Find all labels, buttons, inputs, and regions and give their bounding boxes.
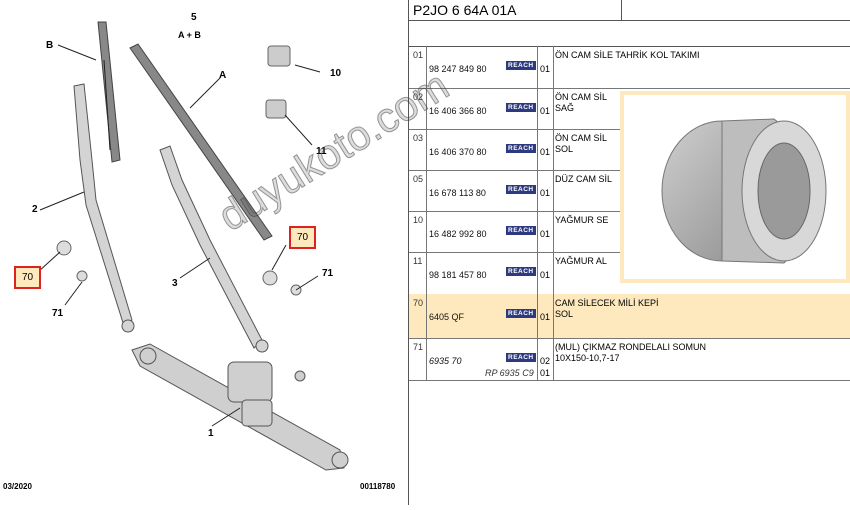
description-line: SOL [555,144,574,154]
wiper-linkage-1 [131,343,349,471]
sensor-parts [265,45,291,119]
label-71-left: 71 [52,308,64,319]
label-5: 5 [191,12,197,23]
part-description: YAĞMUR AL [555,256,607,267]
description-line: ÖN CAM SİLE TAHRİK KOL TAKIMI [555,50,700,60]
label-a-plus-b: A + B [178,30,201,40]
brand-badge: REACH [506,185,536,194]
ring-icon [661,118,827,264]
label-11: 11 [316,146,327,157]
part-number: 6405 QF [429,312,465,322]
part-number: 98 181 457 80 [429,270,487,280]
label-2: 2 [32,204,38,215]
description-line: SOL [555,309,574,319]
part-number: 98 247 849 80 [429,64,487,74]
brand-badge: REACH [506,309,536,318]
wiper-arm-3 [159,145,269,353]
label-b: B [46,40,54,51]
part-preview-image [620,91,850,283]
part-number: 16 482 992 80 [429,229,487,239]
part-description: DÜZ CAM SİL [555,174,612,185]
row-number: 02 [413,92,424,102]
part-description: YAĞMUR SE [555,215,608,226]
table-row[interactable]: 71 6935 70 RP 6935 C9 REACH 02 01 (MUL) ÇIKMAZ… [409,338,850,381]
part-number: 16 406 370 80 [429,147,487,157]
brand-badge: REACH [506,61,536,70]
label-71-right: 71 [322,268,334,279]
exploded-diagram: 5 A + B B A 10 11 2 3 1 71 71 70 70 03/2… [0,0,408,505]
quantity: 01 [540,229,551,239]
brand-badge: REACH [506,353,536,362]
description-line: (MUL) ÇIKMAZ RONDELALI SOMUN [555,342,707,352]
row-number: 70 [413,298,424,308]
wiper-blade-a [129,43,273,241]
part-number: 16 406 366 80 [429,106,487,116]
callout-70-left: 70 [14,266,41,289]
footer-date: 03/2020 [3,482,32,491]
wiper-blade-b [97,21,121,163]
description-line: YAĞMUR SE [555,215,609,225]
label-10: 10 [330,68,342,79]
part-number: 16 678 113 80 [429,188,486,198]
quantity: 01 [540,106,551,116]
part-description: ÖN CAM SİLE TAHRİK KOL TAKIMI [555,50,700,61]
brand-badge: REACH [506,226,536,235]
brand-badge: REACH [506,267,536,276]
wiper-assembly-drawing [37,21,349,471]
description-line: DÜZ CAM SİL [555,174,613,184]
quantity: 01 [540,270,551,280]
description-line: ÖN CAM SİL [555,92,608,102]
description-line: CAM SİLECEK MİLİ KEPİ [555,298,659,308]
quantity-alt: 01 [540,368,551,378]
part-number: 6935 70 [429,356,462,366]
row-number: 03 [413,133,424,143]
row-number: 10 [413,215,424,225]
parts-table: P2JO 6 64A 01A 01 98 247 849 80 REACH 01 ÖN … [408,0,850,505]
caps-and-nuts [56,240,302,296]
wiper-arm-2 [73,83,135,333]
description-line: SAĞ [555,103,575,113]
blank-header-band [409,20,850,47]
quantity: 01 [540,188,551,198]
description-line: ÖN CAM SİL [555,133,608,143]
label-a: A [219,70,227,81]
quantity: 01 [540,147,551,157]
row-number: 05 [413,174,424,184]
table-row[interactable]: 01 98 247 849 80 REACH 01 ÖN CAM SİLE TAHRİK… [409,46,850,89]
footer-ref: 00118780 [360,482,396,491]
quantity: 02 [540,356,551,366]
description-line: 10X150-10,7-17 [555,353,620,363]
leader-lines [37,44,321,427]
row-number: 11 [413,256,423,266]
quantity: 01 [540,64,551,74]
quantity: 01 [540,312,551,322]
description-line: YAĞMUR AL [555,256,607,266]
label-3: 3 [172,278,178,289]
callout-70-right: 70 [289,226,316,249]
table-header: P2JO 6 64A 01A [409,0,850,21]
row-number: 01 [413,50,424,60]
label-1: 1 [208,428,214,439]
row-number: 71 [413,342,424,352]
alt-part-number: RP 6935 C9 [485,368,534,378]
brand-badge: REACH [506,103,536,112]
model-code: P2JO 6 64A 01A [413,2,517,18]
brand-badge: REACH [506,144,536,153]
